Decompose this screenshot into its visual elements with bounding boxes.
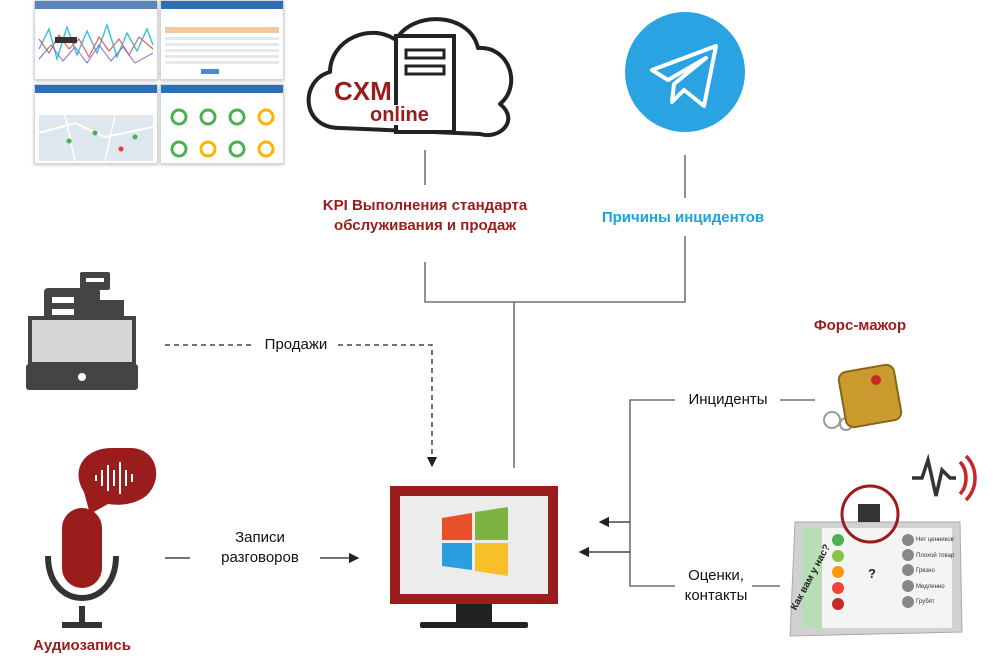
terminal-button-label: Медленно	[916, 583, 945, 590]
terminal-button-labels: Нет ценников Плохой товар Грязно Медленн…	[916, 533, 960, 611]
kpi-label: KPI Выполнения стандарта обслуживания и …	[322, 197, 528, 234]
sales-label: Продажи	[264, 336, 328, 353]
microphone-icon	[45, 508, 119, 628]
feedback-terminal	[789, 484, 963, 637]
terminal-button-label: Нет ценников	[916, 537, 954, 543]
audio-record-label: Аудиозапись	[33, 637, 131, 654]
call-records-label: Записи разговоров	[221, 529, 299, 566]
ratings-contacts-label: Оценки, контакты	[684, 567, 748, 604]
brand-line2: online	[368, 104, 431, 126]
terminal-center-mark: ?	[868, 566, 876, 581]
dashboard-map-thumbnail	[34, 84, 158, 164]
signal-pulse-icon	[912, 453, 977, 502]
dashboard-chart-thumbnail	[34, 0, 158, 80]
monitor-windows-icon	[390, 486, 558, 628]
incidents-label: Инциденты	[688, 391, 768, 408]
brand-logo-text: CXM online	[332, 78, 442, 126]
audio-wave-bubble-icon	[78, 448, 157, 514]
terminal-button-label: Грубят	[916, 599, 935, 605]
remote-key-fob-icon	[823, 363, 903, 431]
force-majeure-label: Форс-мажор	[813, 317, 907, 334]
cash-register-icon	[26, 272, 138, 390]
terminal-button-label: Грязно	[916, 568, 935, 574]
brand-line1: CXM	[332, 76, 394, 106]
dashboard-table-thumbnail	[160, 0, 284, 80]
telegram-icon	[625, 12, 745, 132]
dashboard-gauges-thumbnail	[160, 84, 284, 164]
incident-reasons-label: Причины инцидентов	[601, 209, 765, 226]
terminal-button-label: Плохой товар	[916, 552, 955, 559]
